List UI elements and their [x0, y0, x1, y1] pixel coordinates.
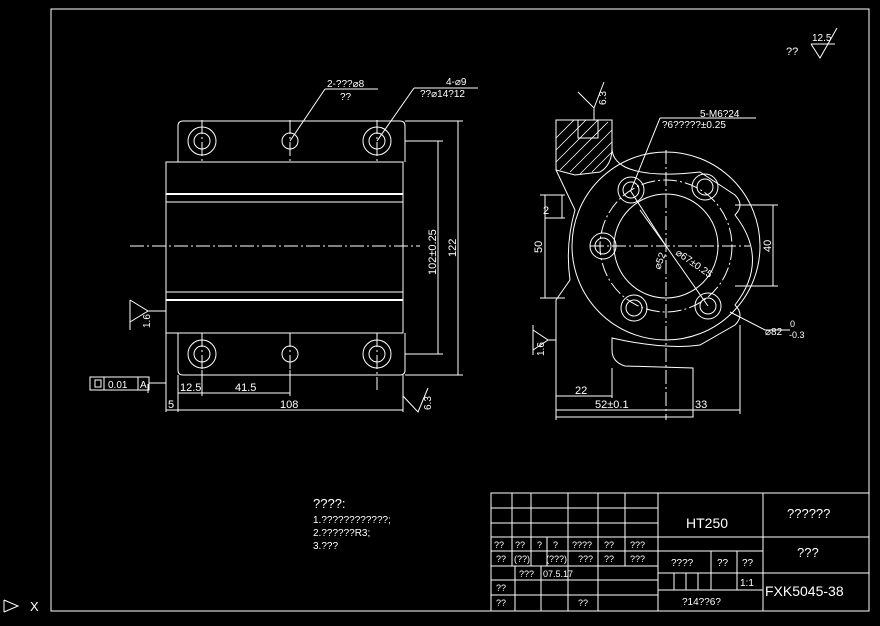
bolt-hole-top-right — [691, 173, 719, 201]
dim-d82-lower: -0.3 — [789, 330, 805, 340]
tb-r2-c4: ??? — [578, 554, 593, 564]
sheet-info: ?14??6? — [682, 597, 721, 608]
hole-callout-top-sub: ?? — [340, 92, 352, 103]
tb-r2-c3: (???) — [546, 554, 567, 564]
ucs-axis-icon: X — [3, 599, 39, 614]
technical-notes: ????: 1.????????????; 2.??????R3; 3.??? — [313, 496, 391, 552]
flatness-tolerance-frame: 0.01 A — [89, 376, 166, 391]
dim-height-inner: 102±0.25 — [427, 229, 439, 275]
hole-callout-top: 2-???⌀8 — [327, 79, 365, 90]
dim-50: 50 — [533, 241, 545, 253]
bolt-hole-bottom-right — [694, 292, 722, 320]
dim-2: 2 — [543, 205, 549, 217]
dim-5: 5 — [168, 399, 174, 411]
dim-40: 40 — [762, 240, 774, 252]
side-roughness-left: 1.6 — [536, 342, 547, 356]
tb-r2-c5: ?? — [604, 554, 614, 564]
tb-r1-c7: ??? — [630, 540, 645, 550]
axis-label-x: X — [30, 599, 39, 614]
notes-line-1: 1.????????????; — [313, 515, 391, 526]
main-body — [165, 161, 404, 334]
company-name: ??? — [797, 545, 819, 560]
thread-callout: 5-M6?24 — [700, 109, 740, 120]
approver-label: ?? — [496, 598, 506, 608]
dim-12-5: 12.5 — [180, 382, 201, 394]
notes-heading: ????: — [313, 496, 346, 511]
roughness-left: 1.6 — [142, 314, 153, 328]
title-block: HT250 ?????? ??? FXK5045-38 1:1 ?14??6? … — [490, 492, 870, 612]
roughness-symbol-bottom — [402, 387, 429, 413]
roughness-value: 12.5 — [812, 33, 832, 44]
notes-line-2: 2.??????R3; — [313, 528, 370, 539]
side-profile-outline — [555, 119, 753, 418]
designer-name: ??? — [519, 569, 534, 579]
tb-r1-c5: ???? — [572, 540, 592, 550]
roughness-prefix: ?? — [786, 46, 798, 58]
notes-line-3: 3.??? — [313, 541, 338, 552]
dim-d82: ⌀82 — [765, 327, 783, 338]
tb-r2-c2: (??) — [514, 554, 530, 564]
drawing-frame — [50, 8, 870, 612]
dim-33: 33 — [695, 399, 707, 411]
bottom-flange-outline — [177, 333, 406, 376]
flatness-datum: A — [140, 380, 147, 391]
dim-52-01: 52±0.1 — [595, 399, 629, 411]
design-date: 07.5.17 — [543, 569, 573, 579]
roughness-bottom: 6.3 — [423, 396, 434, 410]
bolt-hole-bottom-left — [620, 294, 648, 322]
dim-d82-upper: 0 — [790, 319, 795, 329]
scale: 1:1 — [740, 578, 754, 589]
section-hatch — [555, 119, 613, 176]
checker-label: ?? — [496, 583, 506, 593]
part-name: ?????? — [787, 506, 830, 521]
drawing-number: FXK5045-38 — [765, 583, 844, 599]
scale-label: ?? — [742, 558, 754, 569]
front-view: 2-???⌀8 ?? 4-⌀9 ??⌀14?12 102±0.25 122 12… — [89, 77, 478, 413]
tb-r1-c1: ?? — [494, 540, 504, 550]
dim-height-outer: 122 — [447, 239, 459, 257]
top-flange-outline — [177, 120, 406, 162]
bolt-hole-top-left — [617, 176, 645, 204]
qty-label: ?? — [717, 558, 729, 569]
weight-label: ???? — [671, 558, 694, 569]
general-roughness-symbol: ?? 12.5 — [786, 27, 838, 59]
tb-r1-c4: ? — [553, 540, 558, 550]
side-view: 5-M6?24 ?6?????±0.25 6.3 50 2 40 ⌀52 ⌀67… — [532, 81, 805, 420]
flatness-tol: 0.01 — [108, 380, 128, 391]
dim-108: 108 — [280, 399, 298, 411]
tb-r2-c1: ?? — [496, 554, 506, 564]
dim-41-5: 41.5 — [235, 382, 256, 394]
hole-callout-right-sub: ??⌀14?12 — [420, 89, 465, 100]
hole-callout-right: 4-⌀9 — [446, 77, 467, 88]
side-roughness-top: 6.3 — [598, 91, 609, 105]
tb-r1-c3: ? — [537, 540, 542, 550]
material: HT250 — [686, 515, 728, 531]
tb-r1-c2: ?? — [515, 540, 525, 550]
dim-22: 22 — [575, 385, 587, 397]
tb-r2-c6: ??? — [630, 554, 645, 564]
dim-d67: ⌀67±0.25 — [673, 247, 714, 280]
pcd-callout: ?6?????±0.25 — [662, 120, 726, 131]
tb-r1-c6: ?? — [604, 540, 614, 550]
approver2-label: ?? — [578, 598, 588, 608]
